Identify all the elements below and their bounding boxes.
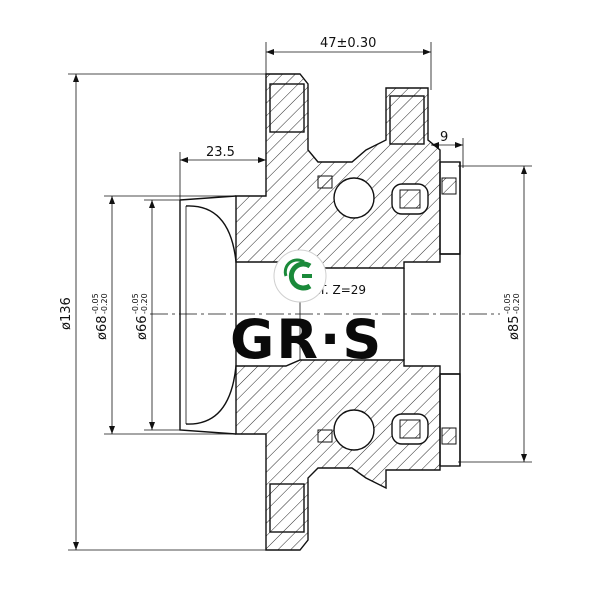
hub-section xyxy=(179,73,461,551)
dim-flange-width: 47±0.30 xyxy=(320,36,376,51)
dim-outer-diameter: ø85 xyxy=(507,316,522,341)
logo-wordmark: GR·S xyxy=(230,308,383,371)
spline-note: KT. Z=29 xyxy=(312,283,366,297)
dim-pilot-tol-lower: -0.20 xyxy=(140,293,149,314)
dim-outer-tol-lower: -0.20 xyxy=(512,293,521,314)
hub-upper-section xyxy=(235,73,441,269)
dim-pilot-diameter: ø66 xyxy=(135,316,150,341)
dim-hub-offset: 23.5 xyxy=(206,145,235,160)
logo-emblem xyxy=(273,249,327,303)
dim-bore-tol-lower: -0.20 xyxy=(100,293,109,314)
dim-pilot-tol-upper: -0.05 xyxy=(131,293,140,314)
dim-bore-tol-upper: -0.05 xyxy=(91,293,100,314)
bearing-elements xyxy=(317,175,457,451)
dim-seal-width: 9 xyxy=(440,130,448,145)
dim-outer-tol-upper: -0.05 xyxy=(503,293,512,314)
hub-lower-section xyxy=(235,359,441,551)
ball-upper-left xyxy=(333,177,375,219)
ball-lower-left xyxy=(333,409,375,451)
dim-flange-diameter: ø136 xyxy=(59,297,74,330)
dim-bore-diameter: ø68 xyxy=(95,316,110,341)
